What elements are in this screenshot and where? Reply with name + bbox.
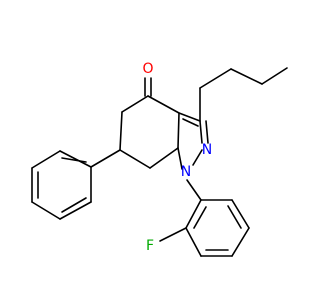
- bond-c3a-c3: [178, 112, 201, 122]
- atom-labels: O N N F: [142, 61, 212, 254]
- bond-ph-5-6: [59, 201, 92, 220]
- bond-butyl-1-2: [199, 68, 232, 89]
- bond-fph-1-2: [185, 199, 202, 229]
- bond-ph-4-5: [31, 201, 61, 220]
- bond-butyl-2-3: [230, 68, 263, 85]
- bond-fph-1-2-inner: [193, 206, 207, 229]
- bond-c4-c5: [121, 95, 149, 113]
- bond-ph-2-3: [31, 150, 61, 169]
- bond-ph-5-6-inner: [61, 197, 87, 213]
- bond-ph-1-2: [59, 150, 92, 168]
- bond-butyl-3-4: [261, 67, 288, 85]
- bond-c6-phenyl: [90, 149, 121, 168]
- bond-fph-c-f: [159, 227, 187, 242]
- bond-c3a-c3-inner: [182, 118, 199, 127]
- bond-n1-c7a: [177, 147, 183, 170]
- molecule-canvas: O N N F: [31, 61, 288, 257]
- bond-fph-5-6: [231, 199, 250, 229]
- bond-c5-c6: [119, 111, 123, 151]
- bond-c7a-c3a: [177, 112, 180, 149]
- bonds: [31, 67, 288, 257]
- nitrogen-atom-label-n2: N: [202, 142, 212, 158]
- oxygen-atom-label: O: [142, 61, 153, 77]
- bond-ph-1-2-inner: [61, 157, 87, 163]
- bond-c3-n2: [199, 120, 203, 144]
- bond-n1-fphenyl: [186, 179, 202, 201]
- bond-c3a-c4: [147, 95, 180, 114]
- bond-fph-4-5: [231, 227, 250, 257]
- structure-diagram: O N N F: [31, 61, 288, 257]
- fluorine-atom-label: F: [146, 238, 154, 254]
- bond-n2-n1: [192, 149, 203, 166]
- bond-c7-c7a: [149, 147, 179, 169]
- bond-fph-5-6-inner: [227, 205, 242, 229]
- bond-c3-n2-double: [205, 120, 209, 144]
- nitrogen-atom-label-n1: N: [181, 164, 191, 180]
- bond-c6-c7: [119, 149, 151, 169]
- bond-fph-2-3: [185, 227, 202, 257]
